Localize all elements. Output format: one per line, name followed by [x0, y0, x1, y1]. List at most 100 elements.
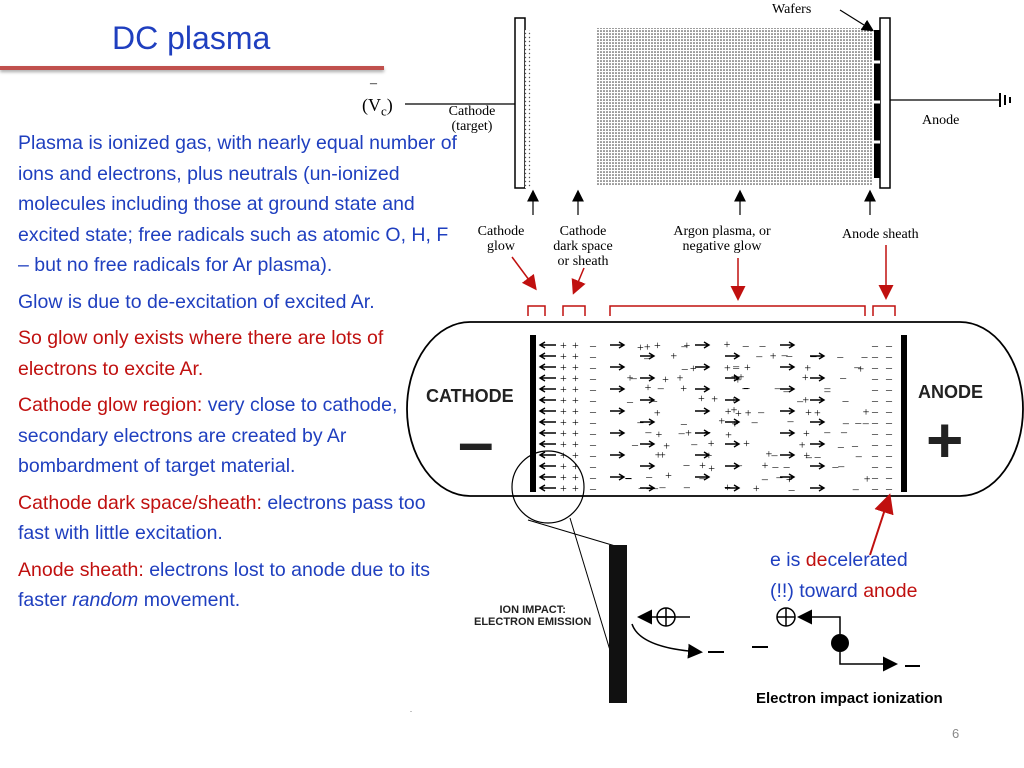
cathode-glow-region	[525, 30, 532, 188]
svg-text:+: +	[731, 402, 738, 416]
svg-text:+: +	[718, 414, 725, 428]
svg-text:+: +	[572, 448, 579, 462]
svg-text:–: –	[871, 448, 879, 462]
svg-text:–: –	[885, 470, 893, 484]
svg-text:–: –	[755, 348, 763, 362]
svg-text:+: +	[724, 337, 731, 351]
svg-text:–: –	[885, 360, 893, 374]
svg-text:+: +	[572, 459, 579, 473]
svg-text:+: +	[685, 426, 692, 440]
svg-text:–: –	[774, 380, 782, 394]
svg-text:–: –	[589, 415, 597, 429]
svg-text:+: +	[708, 461, 715, 475]
svg-text:–: –	[626, 394, 634, 408]
svg-text:+: +	[711, 391, 718, 405]
tube-cathode-electrode	[530, 335, 536, 492]
svg-text:+: +	[627, 370, 634, 384]
svg-text:–: –	[823, 383, 831, 397]
vc-label: (Vc)	[362, 95, 393, 119]
svg-text:–: –	[885, 415, 893, 429]
figure-caption: Electron impact ionization	[756, 690, 943, 707]
svg-text:–: –	[871, 415, 879, 429]
svg-text:+: +	[805, 405, 812, 419]
svg-text:+: +	[724, 361, 731, 375]
svg-text:–: –	[885, 382, 893, 396]
svg-text:+: +	[572, 404, 579, 418]
slide-title: DC plasma	[112, 20, 271, 56]
svg-text:–: –	[831, 459, 839, 473]
svg-text:–: –	[840, 424, 848, 438]
svg-text:+: +	[698, 391, 705, 405]
svg-text:–: –	[589, 426, 597, 440]
svg-text:–: –	[781, 348, 789, 362]
svg-text:–: –	[885, 437, 893, 451]
svg-text:–: –	[732, 360, 740, 374]
svg-text:–: –	[771, 459, 779, 473]
svg-text:+: +	[770, 349, 777, 363]
decelerated-note: e is decelerated (!!) toward anode	[770, 549, 918, 602]
svg-text:+: +	[680, 381, 687, 395]
tube-anode-electrode	[901, 335, 907, 492]
svg-text:+: +	[560, 360, 567, 374]
svg-text:+: +	[724, 480, 731, 494]
svg-text:–: –	[644, 391, 652, 405]
svg-text:–: –	[836, 349, 844, 363]
svg-text:–: –	[678, 426, 686, 440]
svg-text:–: –	[871, 360, 879, 374]
svg-text:+: +	[572, 415, 579, 429]
svg-text:–: –	[885, 338, 893, 352]
svg-text:+: +	[560, 349, 567, 363]
svg-text:+: +	[560, 470, 567, 484]
svg-text:+: +	[731, 369, 738, 383]
svg-text:+: +	[644, 340, 651, 354]
wafers-label: Wafers	[772, 2, 812, 17]
bullet-dark-space: Cathode dark space/sheath: electrons pas…	[18, 491, 426, 545]
bullet-glow-location: So glow only exists where there are lots…	[18, 327, 384, 380]
svg-text:–: –	[682, 457, 690, 471]
svg-text:–: –	[837, 458, 845, 472]
svg-text:–: –	[871, 404, 879, 418]
bullet-list: Plasma is ionized gas, with nearly equal…	[18, 128, 458, 622]
svg-text:–: –	[782, 383, 790, 397]
svg-text:+: +	[725, 428, 732, 442]
svg-text:–: –	[782, 336, 790, 350]
svg-text:+: +	[560, 404, 567, 418]
argon-plasma-label: Argon plasma, or negative glow	[673, 224, 771, 254]
bullet-cathode-glow: Cathode glow region: very close to catho…	[18, 394, 398, 477]
svg-text:–: –	[885, 404, 893, 418]
svg-text:–: –	[861, 349, 869, 363]
svg-text:–: –	[690, 436, 698, 450]
svg-text:–: –	[814, 449, 822, 463]
svg-text:+: +	[560, 426, 567, 440]
ion-impact-label: ION IMPACT: ELECTRON EMISSION	[474, 604, 592, 628]
tube-anode-label: ANODE	[918, 382, 984, 402]
svg-text:–: –	[645, 480, 653, 494]
svg-text:+: +	[753, 481, 760, 495]
svg-text:–: –	[589, 360, 597, 374]
svg-text:.: .	[410, 705, 412, 714]
svg-text:–: –	[809, 348, 817, 362]
svg-text:–: –	[683, 479, 691, 493]
svg-text:+: +	[560, 437, 567, 451]
svg-text:+: +	[762, 458, 769, 472]
svg-text:+: +	[670, 349, 677, 363]
svg-text:–: –	[842, 415, 850, 429]
svg-text:+: +	[802, 370, 809, 384]
svg-text:–: –	[851, 438, 859, 452]
svg-text:–: –	[783, 459, 791, 473]
svg-text:–: –	[659, 480, 667, 494]
discharge-tube	[406, 321, 1024, 497]
svg-text:+: +	[814, 406, 821, 420]
svg-text:+: +	[572, 382, 579, 396]
svg-text:–: –	[885, 426, 893, 440]
svg-text:–: –	[651, 480, 659, 494]
svg-text:–: –	[643, 351, 651, 365]
svg-text:+: +	[572, 371, 579, 385]
svg-text:–: –	[786, 414, 794, 428]
svg-text:–: –	[681, 361, 689, 375]
anode-plate	[879, 17, 891, 189]
svg-text:+: +	[802, 392, 809, 406]
svg-text:–: –	[757, 405, 765, 419]
cathode-target-label: Cathode (target)	[448, 104, 496, 134]
svg-text:+: +	[745, 406, 752, 420]
